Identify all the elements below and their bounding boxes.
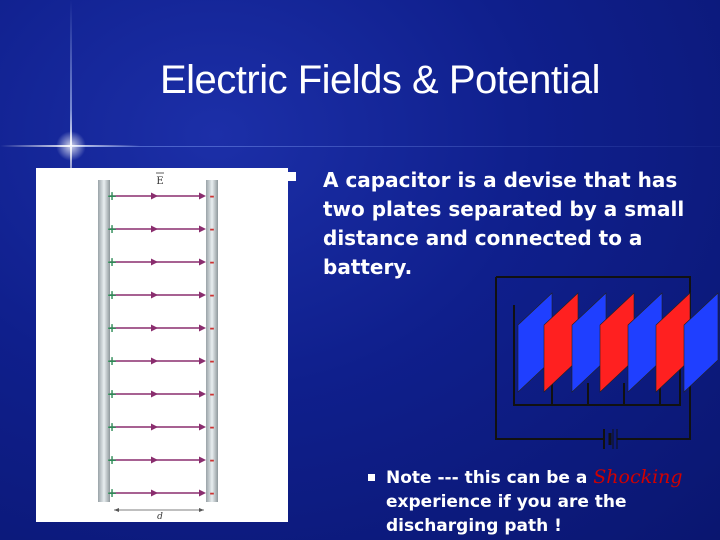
field-arrowhead <box>199 225 206 233</box>
header-divider <box>70 146 720 147</box>
plus-charge: + <box>107 486 117 500</box>
capacitor-bank-circuit <box>495 276 719 449</box>
plus-charge: + <box>107 321 117 335</box>
minus-charge: - <box>210 387 215 401</box>
field-arrowhead <box>199 456 206 464</box>
plus-charge: + <box>107 453 117 467</box>
capacitor-plates <box>517 292 719 393</box>
minus-charge: - <box>210 420 215 434</box>
field-arrowhead <box>151 324 158 332</box>
minus-charge: - <box>210 255 215 269</box>
field-arrowhead <box>199 423 206 431</box>
bullet-square-icon <box>287 172 296 181</box>
bullet-text: A capacitor is a devise that has two pla… <box>323 168 685 279</box>
field-arrowhead <box>199 258 206 266</box>
field-arrowhead <box>151 225 158 233</box>
field-lines <box>110 192 206 497</box>
field-arrowhead <box>151 489 158 497</box>
field-arrowhead <box>199 357 206 365</box>
field-arrowhead <box>151 192 158 200</box>
field-arrowhead <box>199 324 206 332</box>
field-arrowhead <box>151 357 158 365</box>
negative-plate <box>206 180 218 502</box>
minus-charge: - <box>210 222 215 236</box>
capacitor-diagram: E + + + + + + + + + + - - - - - - - - - - d <box>98 172 218 522</box>
minus-charge: - <box>210 189 215 203</box>
minus-charge: - <box>210 288 215 302</box>
minus-charge: - <box>210 354 215 368</box>
field-arrowhead <box>151 423 158 431</box>
minus-charge: - <box>210 486 215 500</box>
slide-title: Electric Fields & Potential <box>159 58 601 102</box>
field-label: E <box>156 176 163 187</box>
plus-charge: + <box>107 288 117 302</box>
field-arrowhead <box>151 258 158 266</box>
negative-charges: - - - - - - - - - - <box>210 189 215 500</box>
field-arrowhead <box>151 456 158 464</box>
note-highlight: Shocking <box>593 466 683 488</box>
positive-plate <box>98 180 110 502</box>
lens-flare-vertical <box>70 0 72 200</box>
capacitor-figure: E + + + + + + + + + + - - - - - - - - - - d <box>36 168 288 522</box>
field-arrowhead <box>151 390 158 398</box>
field-arrowhead <box>199 291 206 299</box>
blue-plate <box>683 292 719 393</box>
distance-label: d <box>157 512 163 522</box>
minus-charge: - <box>210 321 215 335</box>
field-arrowhead <box>199 489 206 497</box>
bullet-note: Note --- this can be a Shocking experien… <box>368 465 718 538</box>
note-text-after: experience if you are the discharging pa… <box>386 492 627 536</box>
field-arrowhead <box>199 192 206 200</box>
plus-charge: + <box>107 354 117 368</box>
plus-charge: + <box>107 387 117 401</box>
bullet-capacitor-definition: A capacitor is a devise that has two pla… <box>287 166 707 282</box>
minus-charge: - <box>210 453 215 467</box>
positive-charges: + + + + + + + + + + <box>107 189 117 500</box>
note-text: Note --- this can be a Shocking experien… <box>386 465 718 538</box>
plus-charge: + <box>107 189 117 203</box>
plus-charge: + <box>107 420 117 434</box>
note-text-before: Note --- this can be a <box>386 468 588 488</box>
plus-charge: + <box>107 222 117 236</box>
plus-charge: + <box>107 255 117 269</box>
field-arrowhead <box>151 291 158 299</box>
lens-flare-glow <box>56 131 86 161</box>
sub-bullet-square-icon <box>368 474 375 481</box>
field-arrowhead <box>199 390 206 398</box>
